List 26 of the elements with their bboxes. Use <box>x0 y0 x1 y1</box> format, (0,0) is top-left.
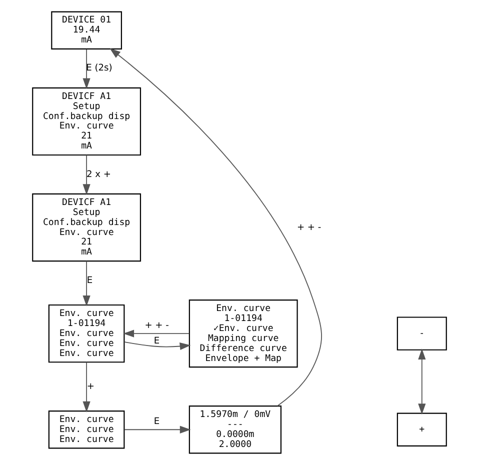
node-box: Env. curve 1-01194 Env. curve Env. curve Env. curve <box>48 304 124 363</box>
arrow <box>418 348 426 414</box>
arrow <box>82 154 90 196</box>
arrow <box>109 48 322 406</box>
arrow <box>123 342 190 350</box>
arrow <box>82 48 90 90</box>
arrow <box>122 330 190 338</box>
arrow <box>82 260 90 306</box>
edge-label: E <box>153 417 160 428</box>
edge-label: + + - <box>296 222 321 233</box>
node-box: DEVICF A1 Setup Conf.backup disp Env. curve 21 mA <box>32 87 141 156</box>
node-box: Env. curve Env. curve Env. curve <box>48 410 124 449</box>
edge-label: E (2s) <box>86 64 112 74</box>
arrow <box>82 362 90 412</box>
node-box: DEVICE 01 19.44 mA <box>50 11 122 50</box>
node-box: - <box>396 316 446 350</box>
node-box: Env. curve 1-01194 ✓Env. curve Mapping curve Difference curve Envelope + Map <box>188 299 298 368</box>
node-box: + <box>396 412 446 446</box>
arrow <box>124 426 190 434</box>
node-box: 1.5970m / 0mV --- 0.0000m 2.0000 <box>188 406 281 454</box>
edge-label: E <box>86 276 92 286</box>
edge-label: 2 x + <box>86 170 111 180</box>
node-box: DEVICF A1 Setup Conf.backup disp Env. curve 21 mA <box>32 193 141 262</box>
edge-label: + + - <box>144 321 168 332</box>
edge-label: + <box>86 382 94 392</box>
edge-label: E <box>153 336 160 347</box>
